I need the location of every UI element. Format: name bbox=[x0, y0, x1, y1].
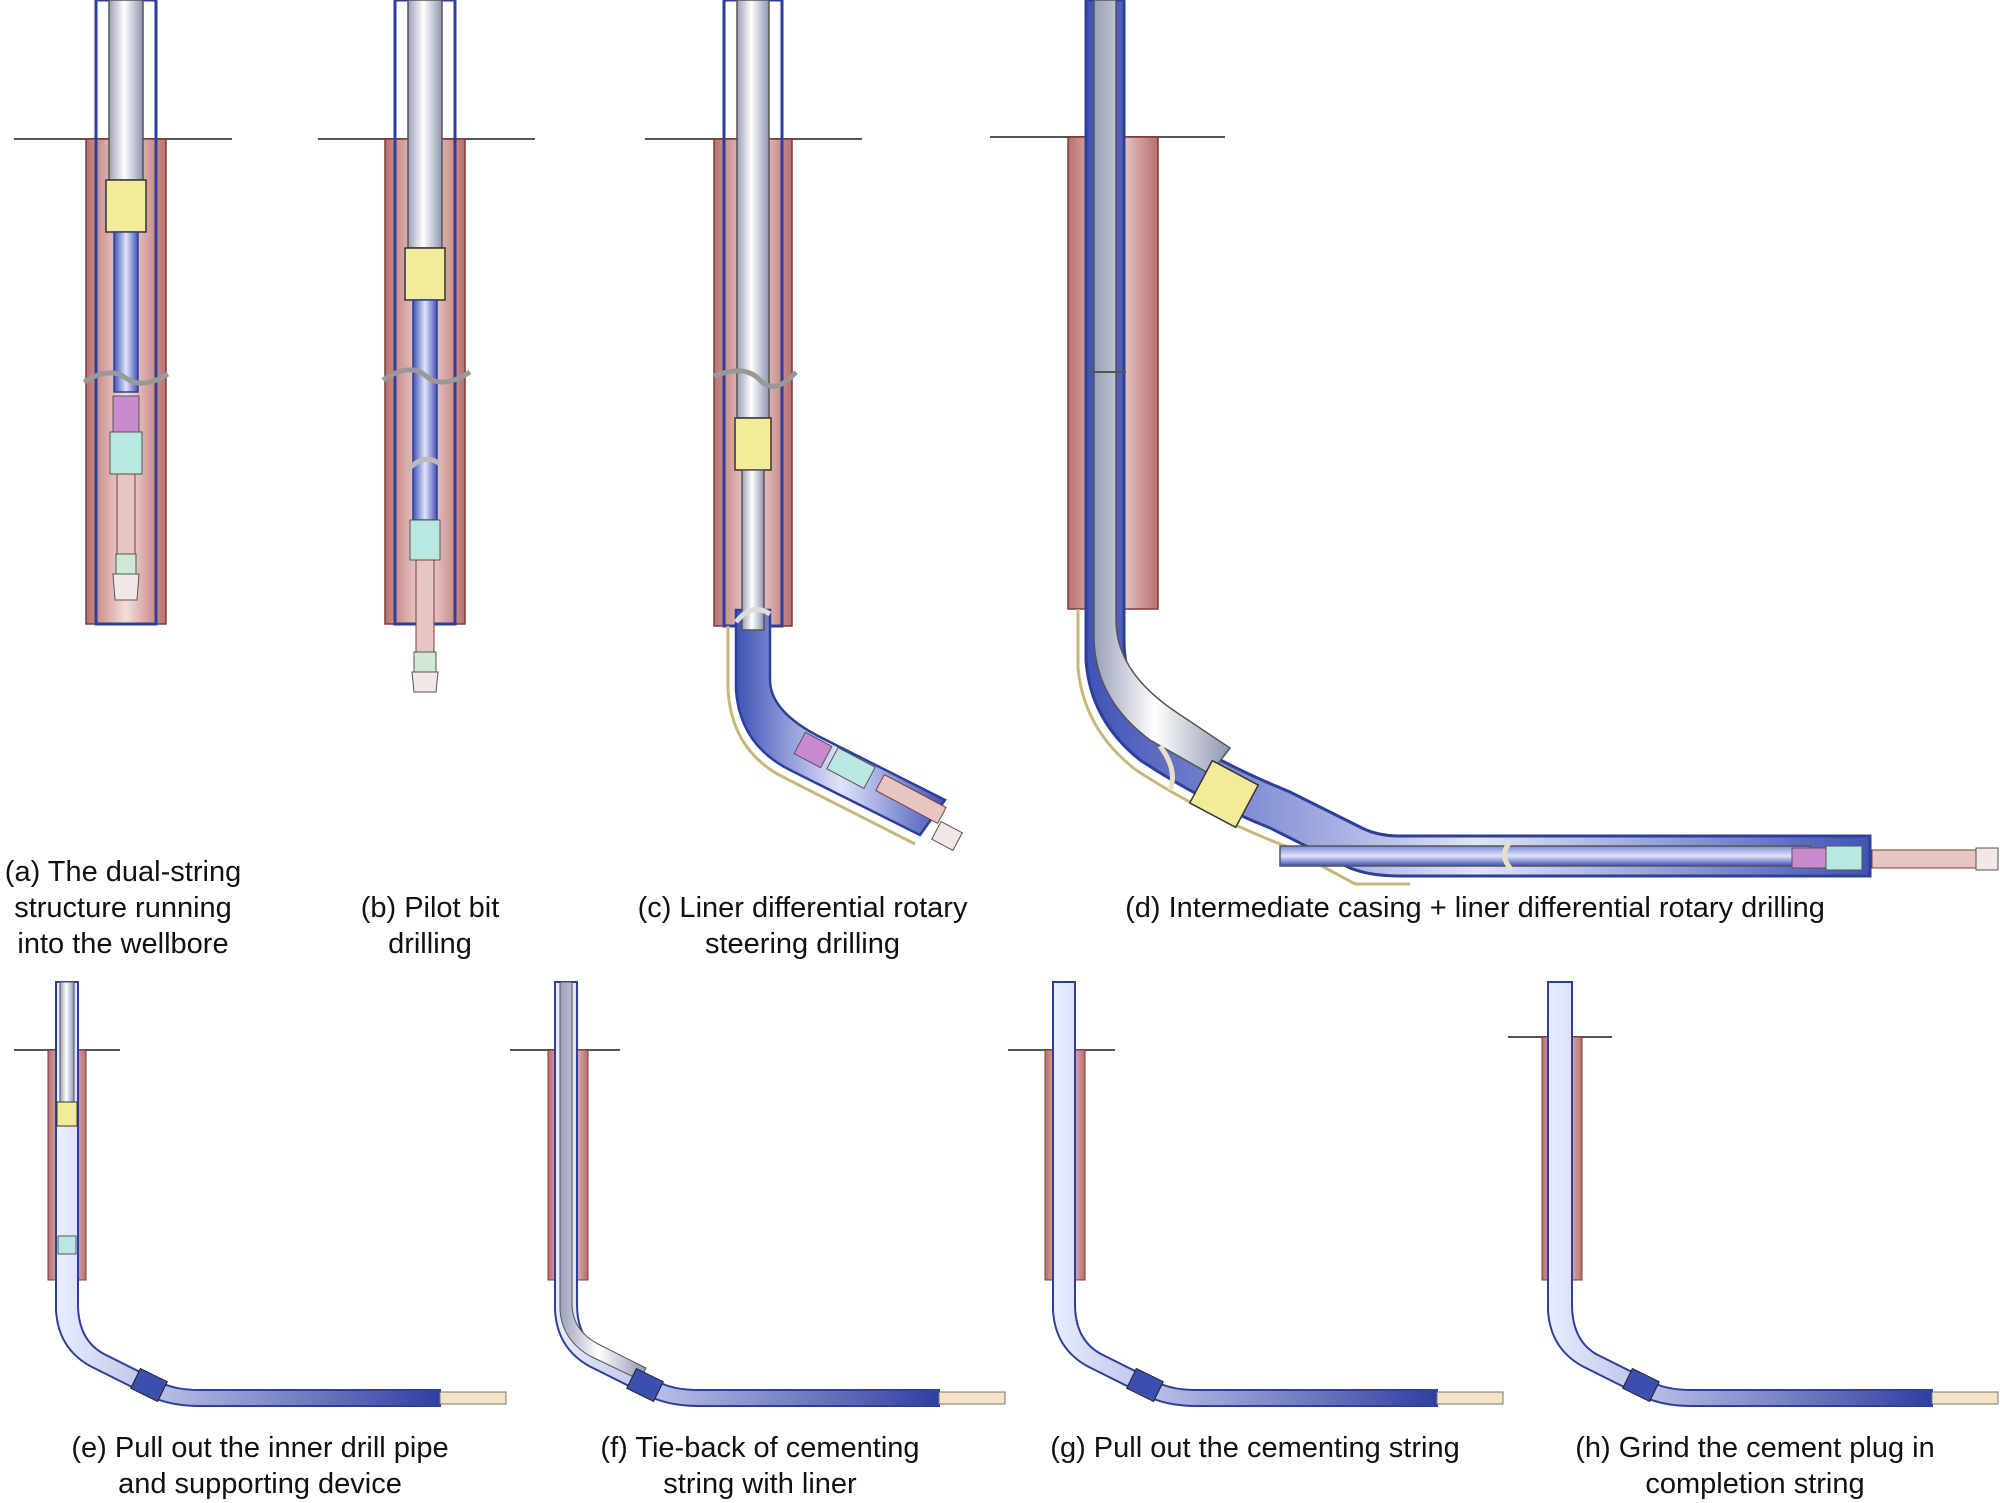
packer bbox=[56, 1101, 78, 1127]
caption-a-line-3: into the wellbore bbox=[17, 928, 229, 960]
pilot-bit bbox=[411, 671, 439, 693]
break-line bbox=[713, 368, 798, 389]
motor-section bbox=[793, 731, 833, 769]
panel-e-diagram bbox=[14, 981, 507, 1407]
inner-drill-pipe bbox=[407, 0, 443, 249]
bit-sub bbox=[413, 651, 437, 673]
reamer-section bbox=[116, 473, 136, 555]
liner-hanger bbox=[1126, 1367, 1164, 1403]
panel-a-diagram bbox=[14, 0, 232, 626]
caption-e-line-1: (e) Pull out the inner drill pipe bbox=[71, 1432, 449, 1464]
motor-section bbox=[1791, 847, 1827, 869]
break-line bbox=[1157, 744, 1175, 791]
inner-drill-pipe bbox=[1093, 0, 1232, 775]
packer bbox=[734, 417, 772, 471]
cement-plug bbox=[938, 1391, 1006, 1405]
mwd-tool bbox=[109, 431, 143, 475]
panel-c-diagram bbox=[645, 0, 963, 852]
mwd-tool bbox=[826, 746, 876, 790]
reamer-section bbox=[875, 773, 947, 825]
caption-g: (g) Pull out the cementing string bbox=[1035, 1430, 1475, 1466]
caption-c-line-1: (c) Liner differential rotary bbox=[637, 892, 968, 924]
panel-f-diagram bbox=[510, 981, 1006, 1407]
packer bbox=[105, 179, 147, 233]
inner-drill-pipe bbox=[59, 981, 75, 1103]
panel-d-diagram bbox=[990, 0, 1999, 886]
panel-g-diagram bbox=[1008, 981, 1504, 1407]
packer bbox=[1188, 759, 1260, 829]
caption-d-line-1: (d) Intermediate casing + liner differen… bbox=[1125, 892, 1825, 924]
horizontal-inner-string bbox=[1279, 845, 1811, 867]
panel-h-diagram bbox=[1508, 981, 1999, 1407]
mwd-tool bbox=[1825, 845, 1863, 871]
cement-plug bbox=[1436, 1391, 1504, 1405]
caption-h: (h) Grind the cement plug in completion … bbox=[1540, 1430, 1970, 1502]
inner-drill-pipe bbox=[736, 0, 770, 419]
reamer-section bbox=[1871, 849, 1977, 869]
inner-string bbox=[113, 231, 139, 393]
caption-e-line-2: and supporting device bbox=[118, 1468, 402, 1500]
caption-d: (d) Intermediate casing + liner differen… bbox=[1090, 890, 1860, 926]
liner-hanger bbox=[130, 1367, 168, 1403]
caption-a-line-1: (a) The dual-string bbox=[4, 856, 242, 888]
bit-sub bbox=[115, 553, 137, 575]
caption-h-line-2: completion string bbox=[1645, 1468, 1865, 1500]
caption-f-line-1: (f) Tie-back of cementing bbox=[600, 1432, 920, 1464]
mwd-tool bbox=[409, 519, 441, 561]
caption-b-line-2: drilling bbox=[388, 928, 472, 960]
break-line bbox=[82, 370, 170, 386]
caption-c: (c) Liner differential rotary steering d… bbox=[610, 890, 995, 962]
caption-c-line-2: steering drilling bbox=[704, 928, 901, 960]
pilot-bit bbox=[931, 820, 963, 852]
cement-plug bbox=[1931, 1391, 1999, 1405]
caption-h-line-1: (h) Grind the cement plug in bbox=[1575, 1432, 1935, 1464]
pilot-bit bbox=[1975, 847, 1999, 871]
liner-hanger bbox=[626, 1367, 664, 1403]
caption-f-line-2: string with liner bbox=[663, 1468, 857, 1500]
reamer-section bbox=[415, 559, 435, 653]
panel-b-diagram bbox=[318, 0, 535, 693]
pilot-bit bbox=[112, 573, 140, 601]
caption-a-line-2: structure running bbox=[14, 892, 232, 924]
packer bbox=[404, 247, 446, 301]
open-hole-wall bbox=[726, 626, 916, 846]
open-hole-wall bbox=[1076, 609, 1410, 886]
caption-f: (f) Tie-back of cementing string with li… bbox=[580, 1430, 940, 1502]
caption-g-line-1: (g) Pull out the cementing string bbox=[1050, 1432, 1460, 1464]
break-line bbox=[381, 367, 472, 385]
caption-a: (a) The dual-string structure running in… bbox=[0, 854, 246, 962]
caption-b-line-1: (b) Pilot bit bbox=[360, 892, 500, 924]
mwd-tool bbox=[57, 1235, 77, 1255]
inner-drill-pipe bbox=[108, 0, 144, 181]
break-line bbox=[406, 456, 442, 472]
cement-plug bbox=[439, 1391, 507, 1405]
motor-section bbox=[112, 395, 140, 433]
caption-e: (e) Pull out the inner drill pipe and su… bbox=[40, 1430, 480, 1502]
inner-string bbox=[412, 299, 438, 521]
outer-casing bbox=[94, 0, 158, 626]
cementing-string bbox=[559, 981, 647, 1381]
completion-string bbox=[1547, 981, 1933, 1407]
inner-string bbox=[741, 469, 765, 631]
liner-hanger bbox=[1622, 1367, 1660, 1403]
caption-b: (b) Pilot bit drilling bbox=[330, 890, 530, 962]
break-line bbox=[734, 607, 772, 624]
liner-curve bbox=[1052, 981, 1438, 1407]
liner-curve bbox=[554, 981, 940, 1407]
break-line bbox=[1502, 840, 1514, 872]
liner-curve bbox=[55, 981, 441, 1407]
